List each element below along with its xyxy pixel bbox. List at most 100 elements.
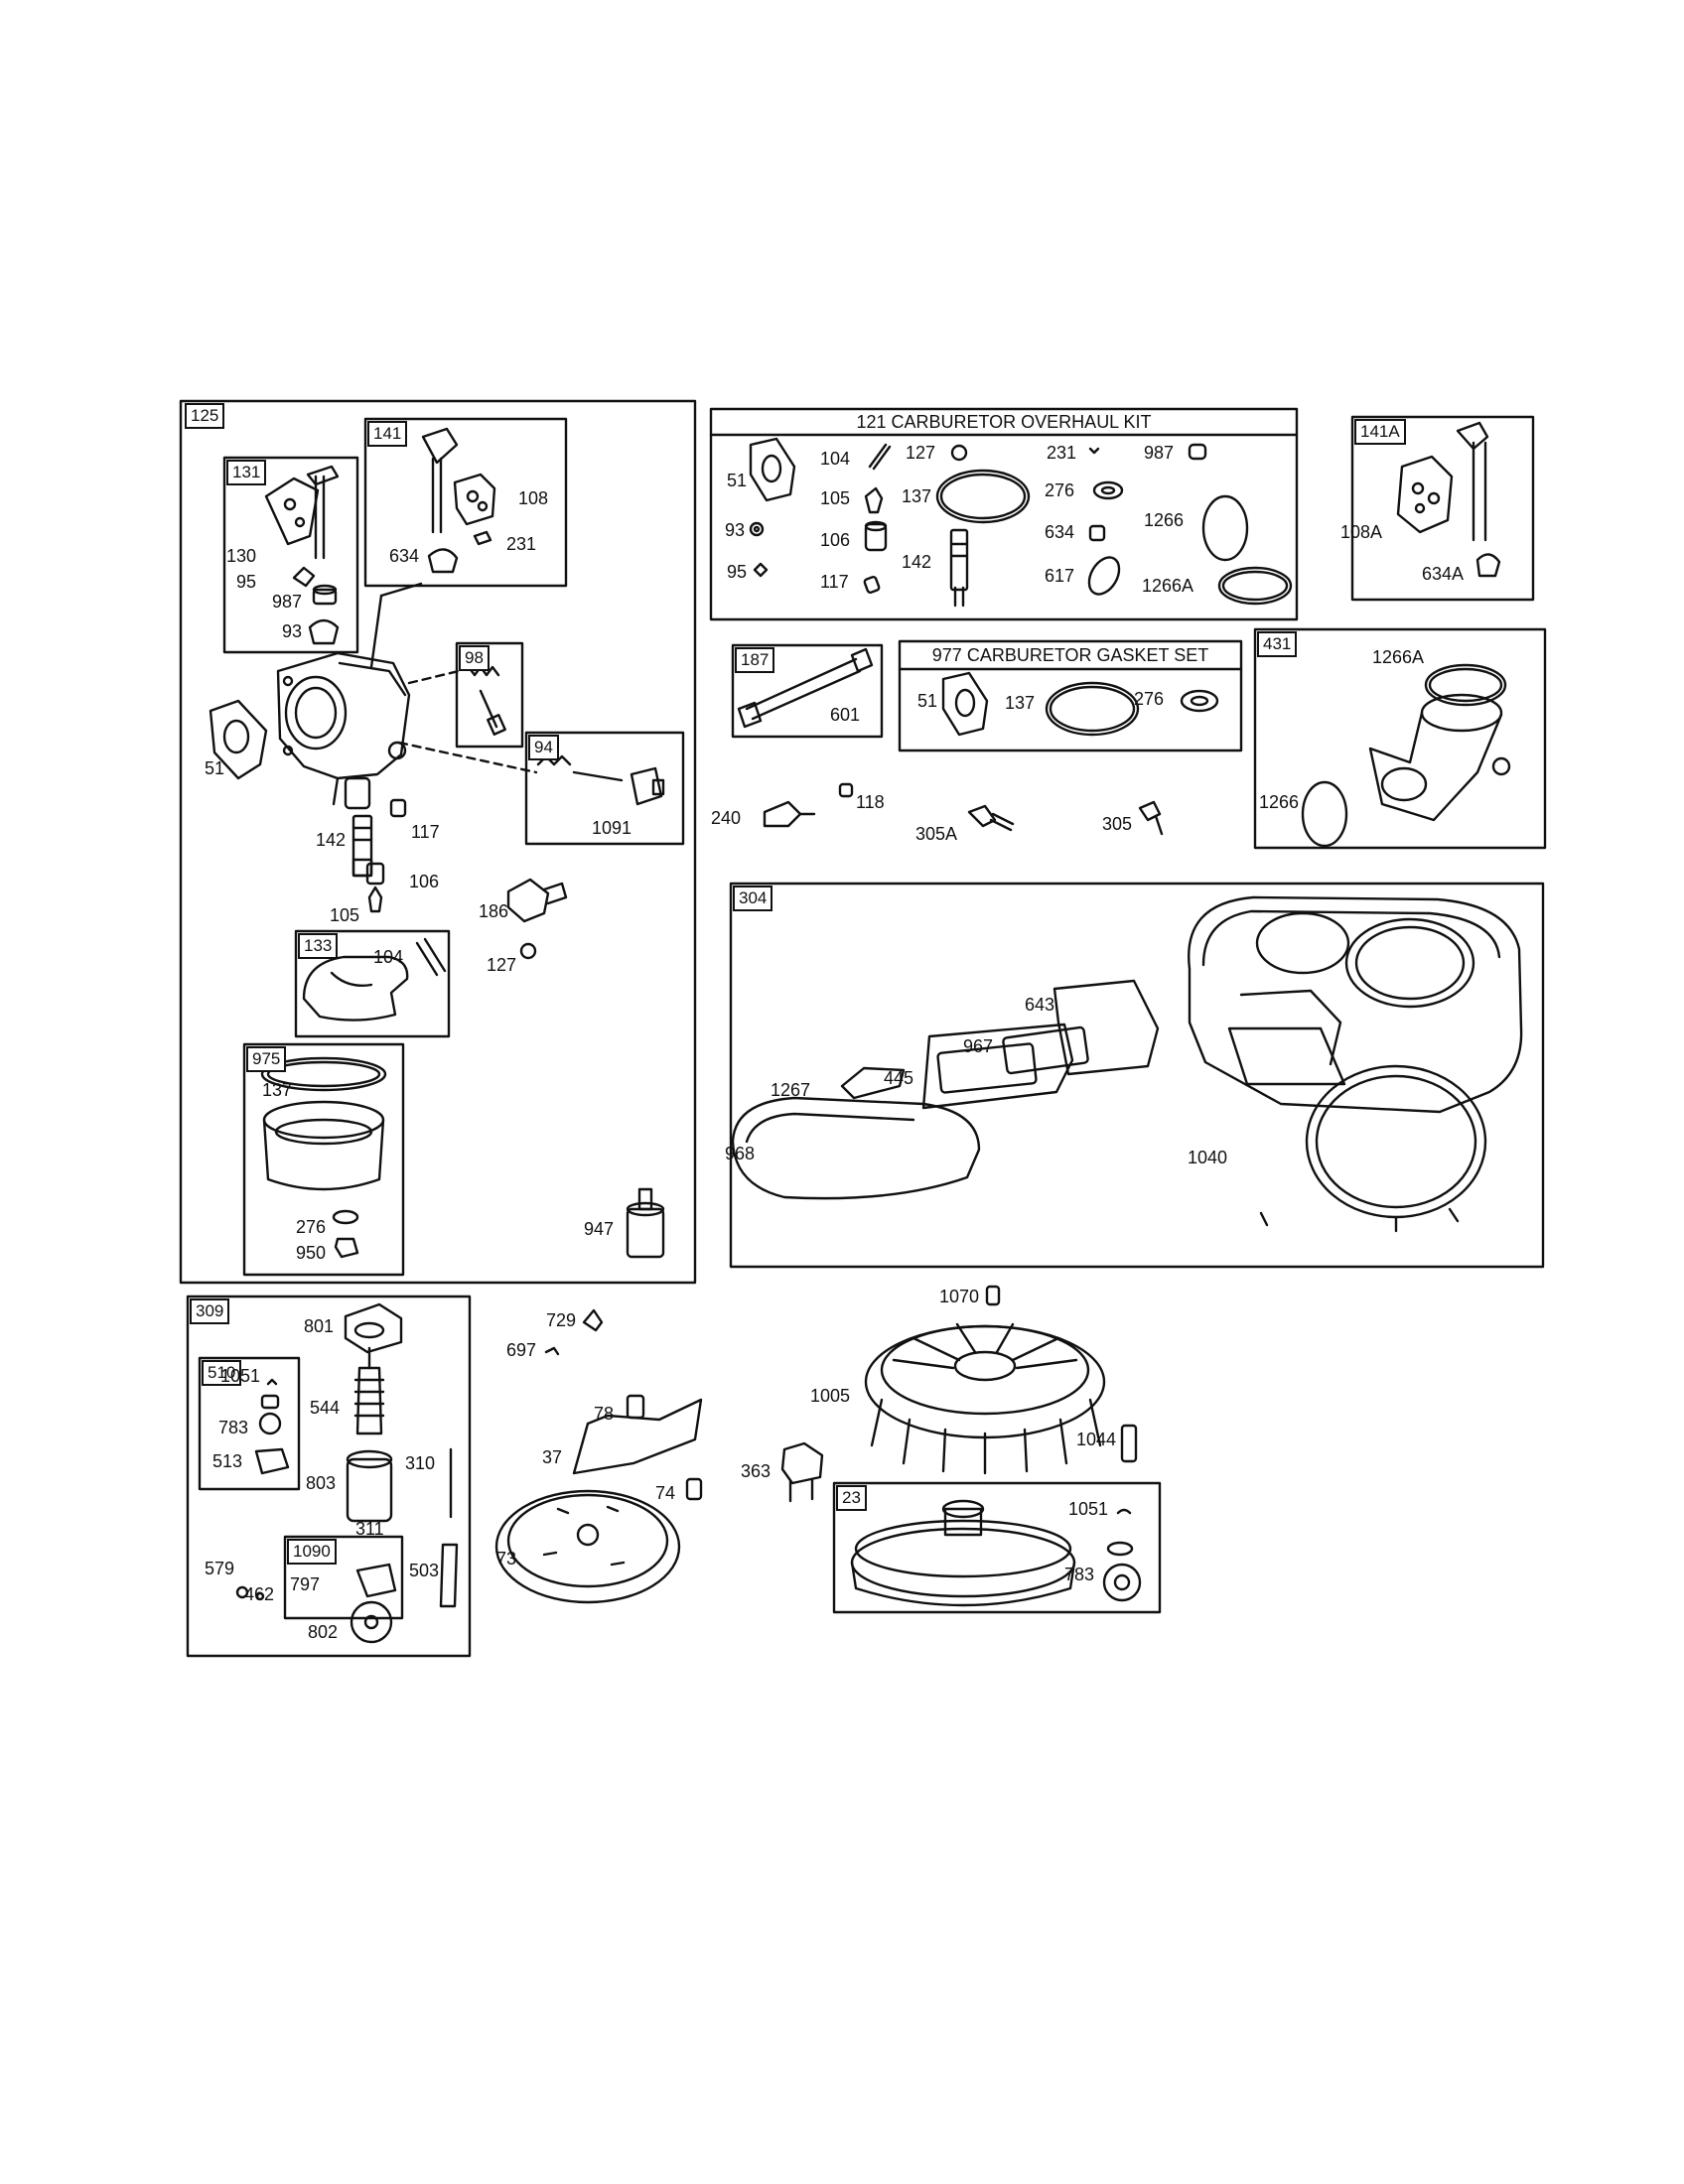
part-callout: 544 xyxy=(310,1398,341,1418)
part-callout: 137 xyxy=(1005,693,1036,713)
part-callout: 987 xyxy=(1144,443,1175,463)
group-tag-23: 23 xyxy=(836,1485,867,1511)
group-tag-94: 94 xyxy=(528,735,559,760)
washer-part xyxy=(519,942,537,960)
fuel-line-187-part xyxy=(737,647,874,729)
part-callout: 363 xyxy=(741,1461,772,1481)
throttle-shaft-part xyxy=(421,427,496,574)
leader-line xyxy=(397,741,538,774)
float-part xyxy=(302,937,447,1022)
part-callout: 104 xyxy=(820,449,851,469)
part-callout: 783 xyxy=(1064,1565,1095,1584)
part-callout: 802 xyxy=(308,1622,339,1642)
blower-housing-part xyxy=(1188,895,1523,1233)
group-tag-141a: 141A xyxy=(1354,419,1406,445)
group-tag-125: 125 xyxy=(185,403,225,429)
part-callout: 311 xyxy=(355,1519,384,1539)
group-tag-133: 133 xyxy=(298,933,339,959)
part-callout: 634A xyxy=(1422,564,1465,584)
box-431 xyxy=(1253,627,1547,850)
box-304 xyxy=(729,882,1545,1269)
throttle-plate-141a-part xyxy=(1396,421,1501,578)
part-callout: 1051 xyxy=(1068,1499,1109,1519)
leader-line xyxy=(379,582,423,598)
fuel-bowl-part xyxy=(260,1056,387,1259)
part-callout: 1267 xyxy=(771,1080,811,1100)
part-callout: 601 xyxy=(830,705,861,725)
part-callout: 967 xyxy=(963,1036,994,1056)
part-callout: 276 xyxy=(1134,689,1165,709)
part-callout: 118 xyxy=(856,792,885,812)
part-callout: 797 xyxy=(290,1574,321,1594)
part-callout: 643 xyxy=(1025,995,1055,1015)
part-callout: 106 xyxy=(409,872,440,891)
box-133 xyxy=(294,929,451,1038)
box-23 xyxy=(832,1481,1162,1614)
group-tag-431: 431 xyxy=(1257,631,1298,657)
part-callout: 231 xyxy=(1047,443,1077,463)
loose-fittings-part xyxy=(763,782,1164,836)
part-callout: 462 xyxy=(244,1584,275,1604)
part-callout: 276 xyxy=(1045,480,1075,500)
part-callout: 231 xyxy=(506,534,537,554)
part-callout: 1005 xyxy=(810,1386,851,1406)
group-tag-1090: 1090 xyxy=(287,1539,337,1565)
part-callout: 947 xyxy=(584,1219,615,1239)
part-callout: 95 xyxy=(727,562,748,582)
kit-121-parts xyxy=(749,437,1293,608)
part-callout: 1070 xyxy=(939,1287,980,1306)
part-callout: 801 xyxy=(304,1316,335,1336)
part-callout: 51 xyxy=(205,758,225,778)
part-callout: 987 xyxy=(272,592,303,612)
group-tag-975: 975 xyxy=(246,1046,287,1072)
part-callout: 1266A xyxy=(1142,576,1194,596)
box-141 xyxy=(363,417,568,588)
box-309 xyxy=(186,1295,472,1658)
part-callout: 579 xyxy=(205,1559,235,1578)
part-callout: 108 xyxy=(518,488,549,508)
carburetor-body-part xyxy=(276,651,411,810)
part-callout: 1040 xyxy=(1188,1148,1228,1167)
group-tag-141: 141 xyxy=(367,421,408,447)
part-callout: 127 xyxy=(487,955,517,975)
overhaul-kit-title: 121 CARBURETOR OVERHAUL KIT xyxy=(856,412,1152,432)
intake-elbow-431-part xyxy=(1301,663,1511,848)
fan-flywheel-part xyxy=(780,1285,1142,1607)
part-callout: 445 xyxy=(884,1068,914,1088)
part-callout: 276 xyxy=(296,1217,327,1237)
part-callout: 1266A xyxy=(1372,647,1425,667)
box-121-kit xyxy=(709,407,1299,621)
kit-977-parts xyxy=(941,671,1219,737)
part-callout: 142 xyxy=(316,830,347,850)
part-callout: 617 xyxy=(1045,566,1075,586)
group-tag-510: 510 xyxy=(202,1360,242,1386)
part-callout: 240 xyxy=(711,808,742,828)
box-131 xyxy=(222,456,359,654)
part-callout: 93 xyxy=(725,520,746,540)
part-callout: 93 xyxy=(282,621,303,641)
part-callout: 1091 xyxy=(592,818,632,838)
part-callout: 634 xyxy=(389,546,420,566)
part-callout: 117 xyxy=(411,822,440,842)
mixture-screw-part xyxy=(536,754,665,806)
air-cleaner-assembly-part xyxy=(731,979,1160,1200)
part-callout: 968 xyxy=(725,1144,756,1163)
box-977-kit xyxy=(898,639,1243,752)
box-141a xyxy=(1350,415,1535,602)
part-callout: 1051 xyxy=(220,1366,261,1386)
part-callout: 105 xyxy=(330,905,360,925)
group-tag-187: 187 xyxy=(735,647,775,673)
part-callout: 1044 xyxy=(1076,1430,1117,1449)
group-tag-304: 304 xyxy=(733,886,773,911)
part-callout: 305A xyxy=(915,824,958,844)
box-1090 xyxy=(283,1535,404,1620)
part-callout: 634 xyxy=(1045,522,1075,542)
part-callout: 104 xyxy=(373,947,404,967)
group-tag-309: 309 xyxy=(190,1298,230,1324)
part-callout: 186 xyxy=(479,901,509,921)
fuel-solenoid-part xyxy=(626,1187,665,1259)
part-callout: 697 xyxy=(506,1340,537,1360)
part-callout: 305 xyxy=(1102,814,1133,834)
part-callout: 142 xyxy=(902,552,932,572)
